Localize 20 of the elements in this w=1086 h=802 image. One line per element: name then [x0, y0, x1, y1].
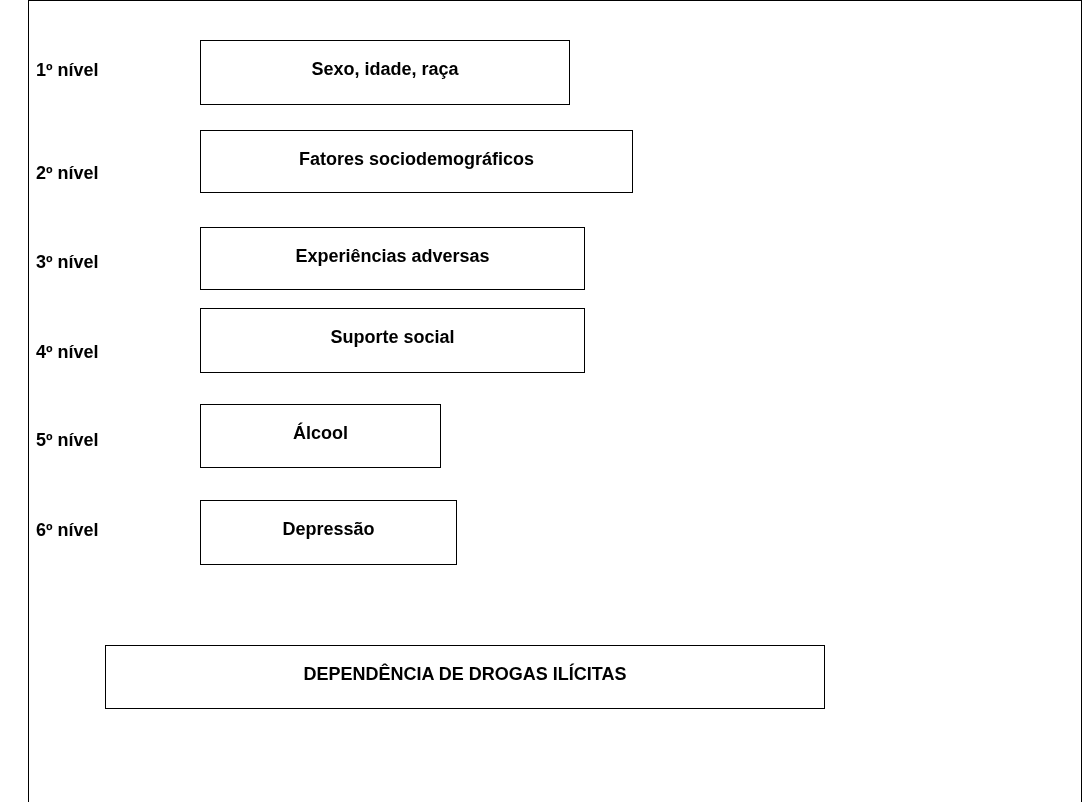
factor-text: Suporte social [330, 327, 455, 348]
level-label: 5º nível [36, 430, 99, 451]
factor-box [200, 500, 457, 565]
factor-text: Fatores sociodemográficos [298, 149, 535, 170]
level-label: 6º nível [36, 520, 99, 541]
factor-text: Experiências adversas [295, 246, 490, 267]
level-label: 2º nível [36, 163, 99, 184]
factor-box [200, 227, 585, 290]
factor-text: DEPENDÊNCIA DE DROGAS ILÍCITAS [303, 664, 627, 685]
factor-box [200, 40, 570, 105]
factor-text: Álcool [293, 423, 348, 444]
level-label: 3º nível [36, 252, 99, 273]
factor-box [200, 404, 441, 468]
factor-box [105, 645, 825, 709]
factor-text: Depressão [282, 519, 375, 540]
factor-text: Sexo, idade, raça [311, 59, 459, 80]
level-label: 4º nível [36, 342, 99, 363]
factor-box [200, 130, 633, 193]
level-label: 1º nível [36, 60, 99, 81]
factor-box [200, 308, 585, 373]
